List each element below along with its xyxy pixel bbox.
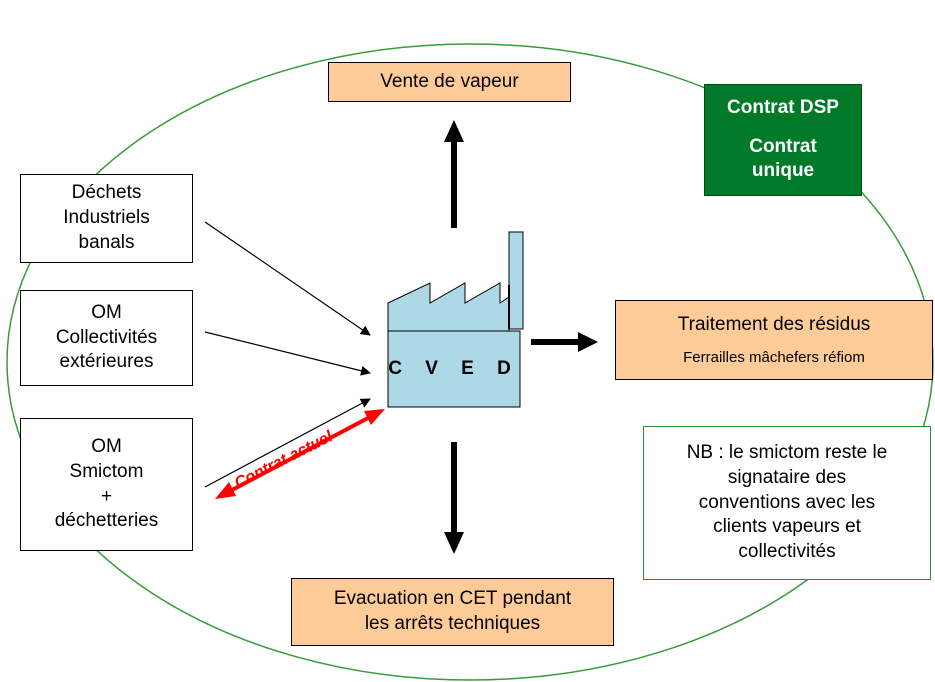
cved-label: C V E D: [388, 358, 520, 379]
dechets-line2: Industriels: [63, 207, 150, 229]
arrow-om-smictom-to-cved: [204, 398, 371, 488]
om-smictom-line4: déchetteries: [54, 510, 159, 532]
om-collectivites-box: OM Collectivités extérieures: [20, 290, 193, 386]
arrow-dechets-to-cved: [204, 221, 371, 336]
evacuation-line2: les arrêts techniques: [364, 613, 541, 634]
traitement-residus-box: Traitement des résidus Ferrailles mâchef…: [615, 300, 933, 380]
nb-line1: NB : le smictom reste le: [686, 442, 888, 464]
nb-line3: conventions avec les: [698, 491, 876, 513]
arrow-up-to-vente: [444, 120, 464, 228]
evacuation-line1: Evacuation en CET pendant: [333, 588, 572, 610]
contrat-dsp-line3: unique: [751, 160, 815, 182]
arrow-down-to-evacuation: [444, 442, 464, 554]
dechets-industriels-box: Déchets Industriels banals: [20, 174, 193, 263]
dechets-line1: Déchets: [71, 182, 142, 204]
om-collectivites-line2: Collectivités: [55, 326, 158, 348]
arrow-right-to-traitement: [531, 332, 598, 352]
nb-line5: collectivités: [738, 541, 836, 563]
vente-vapeur-label: Vente de vapeur: [380, 70, 519, 92]
factory-icon: [387, 231, 524, 408]
contrat-dsp-line2: Contrat: [749, 135, 817, 157]
nb-note-box: NB : le smictom reste le signataire des …: [643, 426, 931, 580]
om-collectivites-line3: extérieures: [59, 351, 154, 373]
traitement-sub: Ferrailles mâchefers réfiom: [683, 348, 865, 366]
nb-line4: clients vapeurs et: [713, 516, 861, 538]
evacuation-cet-box: Evacuation en CET pendant les arrêts tec…: [291, 578, 614, 646]
vente-vapeur-box: Vente de vapeur: [328, 62, 571, 102]
om-smictom-box: OM Smictom + déchetteries: [20, 418, 193, 551]
contrat-dsp-box: Contrat DSP Contrat unique: [704, 84, 862, 196]
contrat-actuel-arrow: [215, 409, 385, 499]
arrow-om-collectivites-to-cved: [204, 331, 371, 376]
om-smictom-line2: Smictom: [69, 460, 144, 482]
om-collectivites-line1: OM: [91, 301, 122, 323]
traitement-title: Traitement des résidus: [677, 313, 871, 335]
om-smictom-line3: +: [100, 485, 113, 507]
contrat-dsp-title: Contrat DSP: [727, 96, 839, 118]
scope-ellipse: [6, 43, 934, 681]
om-smictom-line1: OM: [91, 436, 122, 458]
nb-line2: signataire des: [727, 466, 847, 488]
dechets-line3: banals: [78, 231, 135, 253]
